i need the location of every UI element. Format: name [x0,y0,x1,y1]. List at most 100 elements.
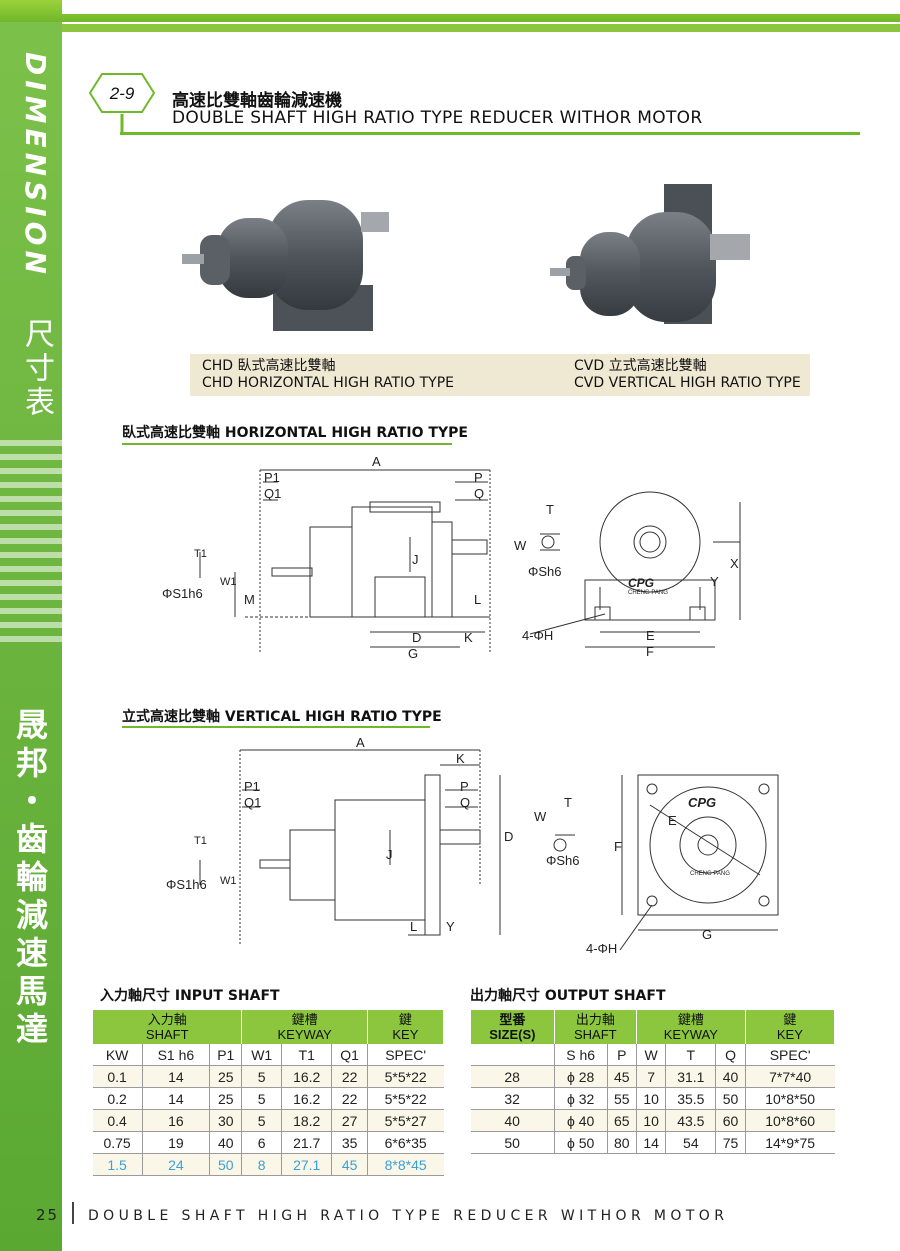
input-group-keyway-en: KEYWAY [277,1027,332,1042]
input-table-cell: 35 [331,1131,368,1154]
vdim-label-sh6: ΦSh6 [546,853,580,868]
vdim-label-l: L [410,919,418,934]
input-column-header: KW [92,1044,143,1066]
section-badge: 2-9 [88,73,156,113]
output-group-size-cn: 型番 [499,1012,526,1027]
dim-label-f: F [646,644,654,659]
input-column-header: Q1 [331,1044,368,1066]
dim-label-w1: W1 [220,576,237,588]
input-table-cell: 27.1 [280,1153,332,1176]
section-number: 2-9 [109,84,135,103]
output-table-cell: 54 [665,1131,716,1154]
input-table-cell: 1.5 [92,1153,143,1176]
output-table-cell: 35.5 [665,1087,716,1110]
dim-label-d: D [412,630,422,645]
output-table-cell: 65 [606,1109,637,1132]
dim-label-p: P [474,470,483,485]
output-table-cell: 7*7*40 [744,1065,835,1088]
output-column-header: W [635,1044,666,1066]
vcpg-logo-sub: CHENG PANG [690,871,730,877]
output-column-header: S h6 [553,1044,608,1066]
horizontal-heading-underline [122,443,452,445]
output-column-header: SPEC' [744,1044,835,1066]
output-table-cell: 40 [715,1065,746,1088]
output-table-cell: 80 [606,1131,637,1154]
output-table-cell: 31.1 [665,1065,716,1088]
vertical-heading-underline [122,726,430,728]
input-group-shaft-en: SHAFT [145,1027,189,1042]
input-table-cell: 24 [141,1153,210,1176]
dim-label-sh6: ΦSh6 [528,564,562,579]
input-table-cell: 5*5*22 [366,1065,444,1088]
dim-label-q: Q [474,486,485,501]
caption-band [190,354,810,396]
vdim-label-y: Y [446,919,455,934]
output-table-cell: ϕ 28 [553,1065,608,1088]
input-table-cell: 5 [241,1087,282,1110]
output-group-shaft-cn: 出力軸 [575,1012,615,1027]
vdim-label-g: G [702,927,713,942]
section-connector [120,114,124,134]
input-table-cell: 0.2 [92,1087,143,1110]
output-table-cell: ϕ 50 [553,1131,608,1154]
vcpg-logo: CPG [688,795,717,810]
vdim-label-w1: W1 [220,875,237,887]
output-table-cell: 7 [635,1065,666,1088]
output-column-header: Q [715,1044,746,1066]
vdim-label-f: F [614,839,622,854]
input-table-cell: 16 [141,1109,210,1132]
input-group-key-en: KEY [392,1027,419,1042]
caption-right-en: CVD VERTICAL HIGH RATIO TYPE [574,375,801,391]
input-table-cell: 5*5*22 [366,1087,444,1110]
output-table-cell: 14 [635,1131,666,1154]
input-table-cell: 40 [209,1131,242,1154]
page-number: 25 [36,1206,60,1224]
output-group-keyway-cn: 鍵槽 [677,1012,704,1027]
vdim-label-q1: Q1 [244,795,262,810]
input-table-cell: 5 [241,1065,282,1088]
page-title-cn: 高速比雙軸齒輪減速機 [172,91,342,111]
input-group-key-cn: 鍵 [398,1012,412,1027]
dim-label-w: W [514,538,527,553]
vdim-label-k: K [456,751,465,766]
dim-label-s1: ΦS1h6 [162,586,203,601]
input-table-cell: 27 [331,1109,368,1132]
output-table-cell: 50 [715,1087,746,1110]
output-table-cell: 75 [715,1131,746,1154]
input-table-cell: 21.7 [280,1131,332,1154]
output-group-shaft-en: SHAFT [574,1027,617,1042]
title-underline [120,132,860,135]
dim-label-x: X [730,556,739,571]
output-column-header: T [665,1044,716,1066]
dim-label-l: L [474,592,482,607]
vdim-label-w: W [534,809,547,824]
horizontal-heading: 臥式高速比雙軸 HORIZONTAL HIGH RATIO TYPE [122,425,468,441]
input-table-cell: 14 [141,1087,210,1110]
input-table-cell: 22 [331,1065,368,1088]
horizontal-labels: A P1 Q1 P Q T1 W1 ΦS1h6 M J L D K G T W … [160,452,760,667]
input-table-cell: 5 [241,1109,282,1132]
output-table-cell: 10*8*50 [744,1087,835,1110]
vdim-label-a: A [356,735,365,750]
input-group-shaft-cn: 入力軸 [147,1012,187,1027]
input-table-title: 入力軸尺寸 INPUT SHAFT [100,988,280,1004]
input-column-header: SPEC' [366,1044,444,1066]
dim-label-t1: T1 [194,548,207,560]
dim-label-m: M [244,592,255,607]
output-table-cell: 50 [470,1131,555,1154]
input-column-header: P1 [209,1044,242,1066]
horizontal-dimension-drawing [199,469,741,652]
output-table-cell: ϕ 40 [553,1109,608,1132]
output-column-header [470,1044,555,1066]
dim-label-t: T [546,502,554,517]
dim-label-4h: 4-ΦH [522,628,554,643]
